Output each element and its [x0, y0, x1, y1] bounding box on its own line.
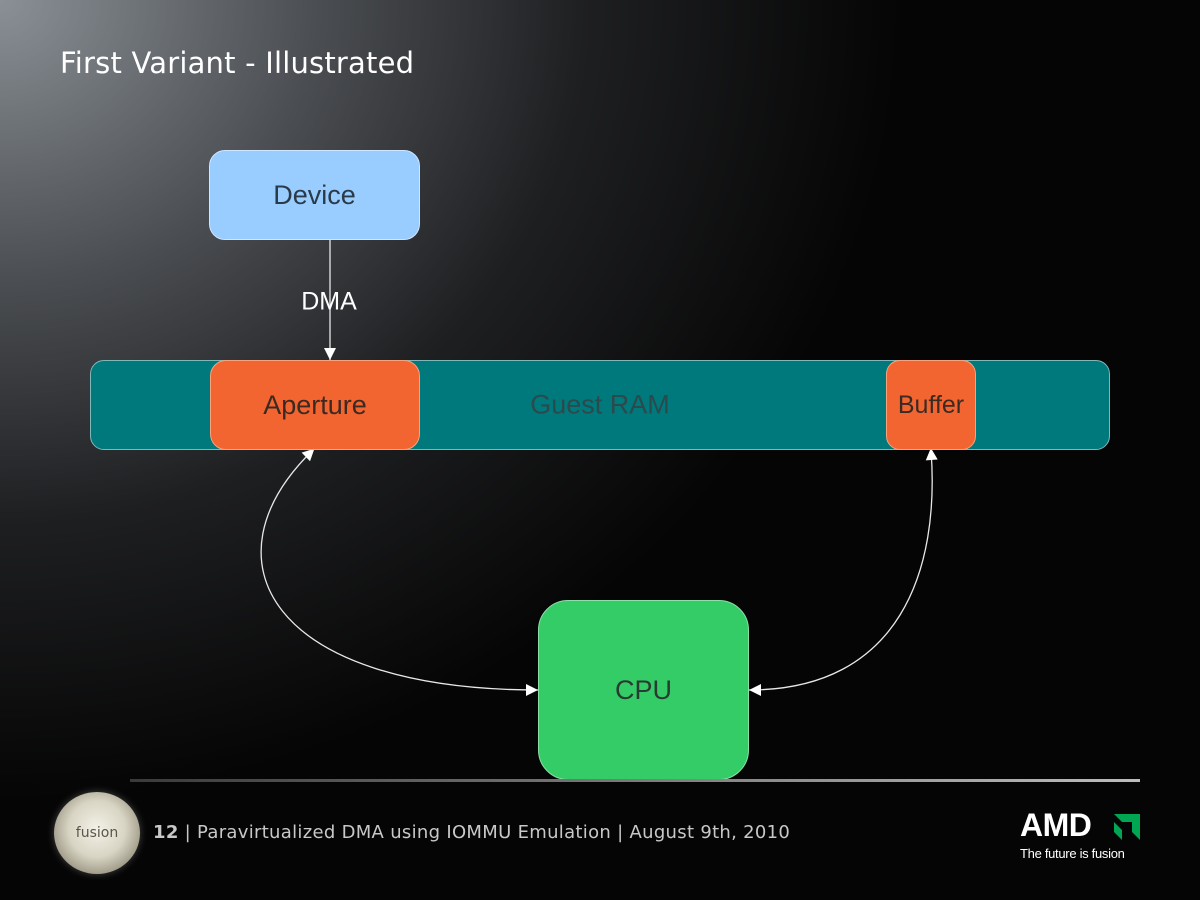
slide-title: First Variant - Illustrated — [60, 46, 415, 80]
fusion-logo: fusion — [54, 792, 140, 874]
fusion-logo-text: fusion — [75, 825, 119, 841]
page-number: 12 — [153, 822, 179, 843]
buffer-node: Buffer — [886, 360, 976, 450]
aperture-cpu-arrow — [260, 448, 539, 696]
device-node: Device — [209, 150, 420, 240]
amd-logo: AMD The future is fusion — [1020, 807, 1142, 861]
footer-text: | Paravirtualized DMA using IOMMU Emulat… — [184, 822, 791, 843]
amd-logo-text: AMD — [1020, 807, 1092, 843]
footer-caption: 12| Paravirtualized DMA using IOMMU Emul… — [153, 822, 790, 843]
device-label: Device — [273, 179, 356, 210]
amd-arrow-icon — [1114, 814, 1140, 840]
buffer-cpu-arrow — [748, 448, 938, 696]
guest-ram-label: Guest RAM — [530, 389, 670, 420]
footer-divider — [130, 779, 1140, 782]
buffer-label: Buffer — [897, 390, 965, 419]
dma-edge-label: DMA — [301, 287, 357, 316]
aperture-label: Aperture — [263, 389, 367, 420]
amd-tagline: The future is fusion — [1020, 846, 1125, 861]
cpu-node: CPU — [538, 600, 749, 780]
aperture-node: Aperture — [210, 360, 420, 450]
cpu-label: CPU — [614, 674, 672, 705]
